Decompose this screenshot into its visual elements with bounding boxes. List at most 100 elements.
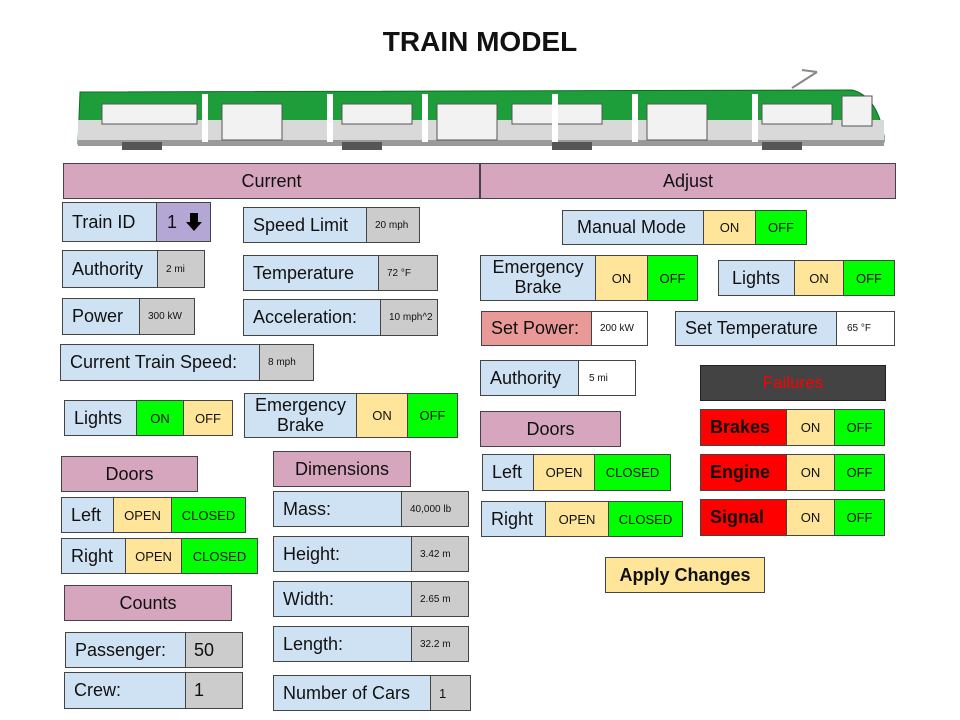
adjust-door-left-label: Left — [483, 455, 534, 490]
section-current: Current — [63, 163, 480, 199]
current-door-left-open[interactable]: OPEN — [114, 498, 172, 532]
set-power-input[interactable]: 200 kW — [592, 312, 647, 345]
speed-limit-label: Speed Limit — [244, 208, 367, 242]
passenger-label: Passenger: — [66, 633, 186, 667]
adjust-door-right-label: Right — [482, 502, 546, 536]
failures-title: Failures — [700, 365, 886, 401]
brakes-failure-row: Brakes ON OFF — [700, 409, 885, 446]
signal-failure-row: Signal ON OFF — [700, 499, 885, 536]
set-power-row: Set Power: 200 kW — [481, 311, 648, 346]
brakes-failure-label: Brakes — [701, 410, 787, 445]
power-label: Power — [63, 299, 140, 334]
adjust-lights-on[interactable]: ON — [795, 261, 844, 295]
length-row: Length: 32.2 m — [273, 626, 469, 662]
current-door-left-label: Left — [62, 498, 114, 532]
train-id-label: Train ID — [63, 203, 157, 241]
length-label: Length: — [274, 627, 412, 661]
set-temperature-input[interactable]: 65 °F — [837, 312, 894, 345]
adjust-authority-row: Authority 5 mi — [480, 360, 636, 396]
adjust-lights-row: Lights ON OFF — [718, 260, 895, 296]
adjust-lights-label: Lights — [719, 261, 795, 295]
current-ebrake-on[interactable]: ON — [357, 394, 408, 437]
power-row: Power 300 kW — [62, 298, 195, 335]
current-lights-label: Lights — [65, 401, 137, 435]
speed-limit-value: 20 mph — [367, 208, 419, 242]
power-value: 300 kW — [140, 299, 194, 334]
signal-failure-off[interactable]: OFF — [835, 500, 884, 535]
engine-failure-label: Engine — [701, 455, 787, 490]
cars-label: Number of Cars — [274, 676, 431, 710]
mass-label: Mass: — [274, 492, 402, 526]
adjust-door-left-closed[interactable]: CLOSED — [595, 455, 670, 490]
current-door-right-label: Right — [62, 539, 126, 573]
adjust-ebrake-label: Emergency Brake — [481, 256, 596, 300]
speed-row: Current Train Speed: 8 mph — [60, 344, 314, 381]
counts-title: Counts — [64, 585, 232, 621]
adjust-door-right-closed[interactable]: CLOSED — [609, 502, 682, 536]
section-adjust: Adjust — [480, 163, 896, 199]
temperature-value: 72 °F — [379, 256, 437, 290]
cars-row: Number of Cars 1 — [273, 675, 471, 711]
temperature-row: Temperature 72 °F — [243, 255, 438, 291]
current-lights-off[interactable]: OFF — [184, 401, 232, 435]
manual-mode-label: Manual Mode — [563, 211, 704, 244]
current-lights-row: Lights ON OFF — [64, 400, 233, 436]
manual-mode-on[interactable]: ON — [704, 211, 756, 244]
current-ebrake-off[interactable]: OFF — [408, 394, 457, 437]
apply-changes-button[interactable]: Apply Changes — [605, 557, 765, 593]
adjust-door-left-row: Left OPEN CLOSED — [482, 454, 671, 491]
width-row: Width: 2.65 m — [273, 581, 469, 617]
adjust-door-right-open[interactable]: OPEN — [546, 502, 609, 536]
current-door-right-closed[interactable]: CLOSED — [182, 539, 257, 573]
mass-value: 40,000 lb — [402, 492, 468, 526]
current-ebrake-label: Emergency Brake — [245, 394, 357, 437]
set-power-label: Set Power: — [482, 312, 592, 345]
passenger-row: Passenger: 50 — [65, 632, 243, 668]
acceleration-value: 10 mph^2 — [381, 300, 437, 335]
passenger-value: 50 — [186, 633, 242, 667]
mass-row: Mass: 40,000 lb — [273, 491, 469, 527]
adjust-ebrake-on[interactable]: ON — [596, 256, 648, 300]
width-value: 2.65 m — [412, 582, 468, 616]
current-door-left-closed[interactable]: CLOSED — [172, 498, 245, 532]
adjust-authority-input[interactable]: 5 mi — [579, 361, 635, 395]
speed-value: 8 mph — [260, 345, 313, 380]
acceleration-label: Acceleration: — [244, 300, 381, 335]
set-temperature-label: Set Temperature — [676, 312, 837, 345]
current-lights-on[interactable]: ON — [137, 401, 184, 435]
length-value: 32.2 m — [412, 627, 468, 661]
current-door-left-row: Left OPEN CLOSED — [61, 497, 246, 533]
adjust-ebrake-off[interactable]: OFF — [648, 256, 697, 300]
manual-mode-off[interactable]: OFF — [756, 211, 806, 244]
brakes-failure-off[interactable]: OFF — [835, 410, 884, 445]
brakes-failure-on[interactable]: ON — [787, 410, 835, 445]
train-id-select[interactable]: 1 — [157, 203, 210, 241]
tram-illustration — [77, 69, 885, 150]
manual-mode-row: Manual Mode ON OFF — [562, 210, 807, 245]
authority-label: Authority — [63, 251, 158, 287]
cars-value: 1 — [431, 676, 470, 710]
acceleration-row: Acceleration: 10 mph^2 — [243, 299, 438, 336]
current-door-right-row: Right OPEN CLOSED — [61, 538, 258, 574]
crew-value: 1 — [186, 673, 242, 708]
arrow-down-icon[interactable] — [185, 212, 203, 232]
adjust-door-left-open[interactable]: OPEN — [534, 455, 595, 490]
crew-label: Crew: — [65, 673, 186, 708]
engine-failure-off[interactable]: OFF — [835, 455, 884, 490]
train-id-row: Train ID 1 — [62, 202, 211, 242]
adjust-ebrake-row: Emergency Brake ON OFF — [480, 255, 698, 301]
crew-row: Crew: 1 — [64, 672, 243, 709]
set-temperature-row: Set Temperature 65 °F — [675, 311, 895, 346]
engine-failure-on[interactable]: ON — [787, 455, 835, 490]
current-door-right-open[interactable]: OPEN — [126, 539, 182, 573]
adjust-doors-title: Doors — [480, 411, 621, 447]
height-value: 3.42 m — [412, 537, 468, 571]
train-id-value: 1 — [167, 211, 178, 232]
current-ebrake-row: Emergency Brake ON OFF — [244, 393, 458, 438]
width-label: Width: — [274, 582, 412, 616]
speed-label: Current Train Speed: — [61, 345, 260, 380]
authority-row: Authority 2 mi — [62, 250, 205, 288]
signal-failure-on[interactable]: ON — [787, 500, 835, 535]
temperature-label: Temperature — [244, 256, 379, 290]
adjust-lights-off[interactable]: OFF — [844, 261, 894, 295]
